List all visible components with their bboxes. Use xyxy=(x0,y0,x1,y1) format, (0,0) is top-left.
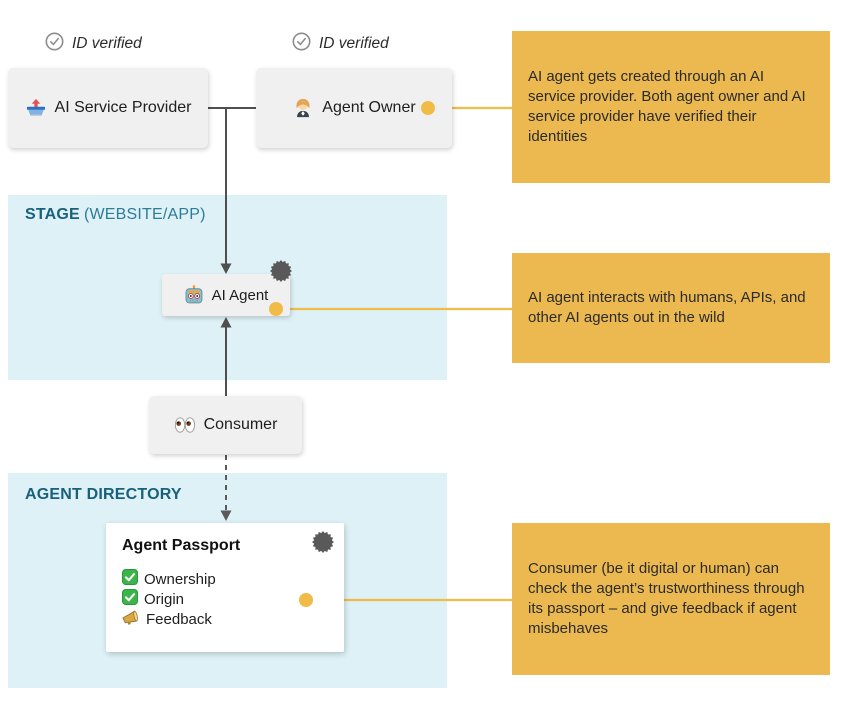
starburst-badge-passport xyxy=(312,531,334,553)
passport-item-origin: Origin xyxy=(122,589,328,609)
stage-region-label: STAGE(WEBSITE/APP) xyxy=(25,206,206,224)
node-label: Consumer xyxy=(203,416,278,433)
agent-passport-list: Ownership Origin xyxy=(122,569,328,629)
robot-icon xyxy=(184,285,204,305)
consumer-node: Consumer xyxy=(149,396,302,454)
id-verified-label: ID verified xyxy=(72,35,142,52)
connector-dot-owner xyxy=(421,101,435,115)
callout-interaction: AI agent interacts with humans, APIs, an… xyxy=(512,253,830,363)
woman-office-worker-icon xyxy=(292,97,314,119)
stage-subtitle: (WEBSITE/APP) xyxy=(83,206,206,223)
agent-owner-node: Agent Owner xyxy=(256,68,452,148)
id-verified-badge-owner: ID verified xyxy=(292,32,389,56)
check-circle-icon xyxy=(292,32,311,56)
agent-passport-title: Agent Passport xyxy=(122,537,241,554)
stage-title: STAGE xyxy=(25,206,80,223)
megaphone-icon xyxy=(122,609,140,629)
agent-directory-title: AGENT DIRECTORY xyxy=(25,486,182,503)
passport-item-ownership: Ownership xyxy=(122,569,328,589)
outbox-tray-icon xyxy=(25,97,47,119)
callout-trust-check: Consumer (be it digital or human) can ch… xyxy=(512,523,830,675)
connector-dot-agent xyxy=(269,302,283,316)
callout-creation: AI agent gets created through an AI serv… xyxy=(512,31,830,183)
ai-agent-node: AI Agent xyxy=(162,274,290,316)
ai-service-provider-node: AI Service Provider xyxy=(8,68,208,148)
node-label: AI Agent xyxy=(211,286,269,304)
node-label: Agent Owner xyxy=(322,99,416,116)
agent-passport-card: Agent Passport Ownership O xyxy=(106,523,344,652)
passport-item-label: Feedback xyxy=(146,610,212,628)
id-verified-label: ID verified xyxy=(319,35,389,52)
check-circle-icon xyxy=(45,32,64,56)
id-verified-badge-provider: ID verified xyxy=(45,32,142,56)
agent-directory-label: AGENT DIRECTORY xyxy=(25,486,182,504)
passport-item-label: Ownership xyxy=(144,570,216,588)
starburst-badge-agent xyxy=(270,260,292,282)
callout-text: AI agent interacts with humans, APIs, an… xyxy=(528,288,806,326)
passport-item-feedback: Feedback xyxy=(122,609,328,629)
node-label: AI Service Provider xyxy=(54,99,192,116)
passport-item-label: Origin xyxy=(144,590,185,608)
check-mark-icon xyxy=(122,569,138,589)
connector-dot-passport xyxy=(299,593,313,607)
eyes-icon xyxy=(174,416,196,434)
callout-text: AI agent gets created through an AI serv… xyxy=(528,67,806,146)
check-mark-icon xyxy=(122,589,138,609)
callout-text: Consumer (be it digital or human) can ch… xyxy=(528,559,805,638)
